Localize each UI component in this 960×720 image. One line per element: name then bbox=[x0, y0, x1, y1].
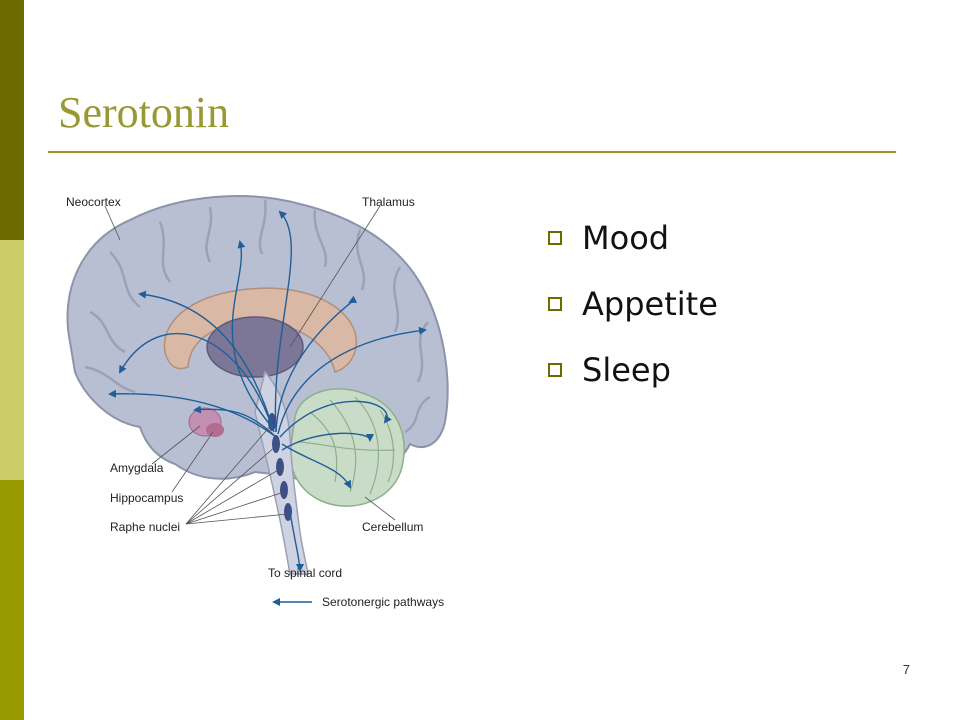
sidebar-band-middle bbox=[0, 240, 24, 480]
hippocampus-shape bbox=[206, 423, 224, 437]
bullet-item-sleep: Sleep bbox=[548, 337, 718, 403]
sidebar-band-top bbox=[0, 0, 24, 240]
label-leader-lines bbox=[104, 205, 396, 525]
bullet-list: Mood Appetite Sleep bbox=[548, 205, 718, 403]
square-bullet-icon bbox=[548, 231, 562, 245]
slide-title: Serotonin bbox=[58, 88, 230, 137]
label-hippocampus: Hippocampus bbox=[110, 491, 183, 505]
thalamus-shape bbox=[206, 316, 304, 378]
label-amygdala: Amygdala bbox=[110, 461, 164, 475]
sidebar-band-bottom bbox=[0, 480, 24, 720]
square-bullet-icon bbox=[548, 297, 562, 311]
bullet-item-appetite: Appetite bbox=[548, 271, 718, 337]
legend-serotonergic-pathways: Serotonergic pathways bbox=[322, 595, 444, 609]
page-number: 7 bbox=[902, 662, 910, 677]
label-thalamus: Thalamus bbox=[362, 195, 415, 209]
label-cerebellum: Cerebellum bbox=[362, 520, 423, 534]
bullet-item-mood: Mood bbox=[548, 205, 718, 271]
cerebellum-shape bbox=[289, 388, 405, 507]
serotonergic-pathway-arrows bbox=[108, 210, 427, 572]
corpus-callosum bbox=[163, 287, 357, 373]
brain-serotonin-diagram: Neocortex Thalamus Amygdala Hippocampus … bbox=[50, 182, 470, 622]
cerebellum-folds bbox=[299, 396, 396, 495]
title-underline bbox=[48, 151, 896, 153]
label-raphe-nuclei: Raphe nuclei bbox=[110, 520, 180, 534]
label-spinal-cord: To spinal cord bbox=[268, 566, 342, 580]
bullet-text: Sleep bbox=[582, 351, 671, 389]
brain-illustration: Neocortex Thalamus Amygdala Hippocampus … bbox=[66, 195, 449, 609]
bullet-text: Appetite bbox=[582, 285, 718, 323]
label-neocortex: Neocortex bbox=[66, 195, 121, 209]
sidebar-decoration bbox=[0, 0, 24, 720]
bullet-text: Mood bbox=[582, 219, 670, 257]
square-bullet-icon bbox=[548, 363, 562, 377]
